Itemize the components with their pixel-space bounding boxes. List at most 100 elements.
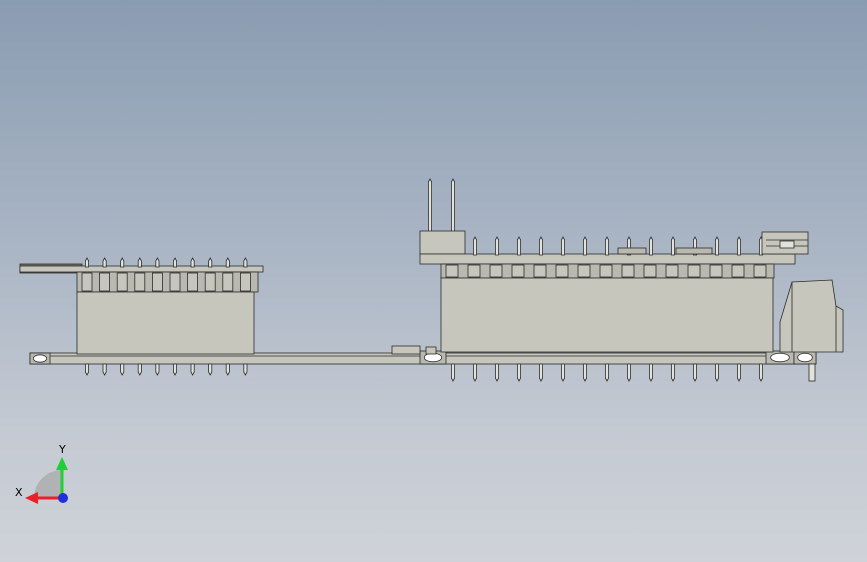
left-socket-7 [204, 272, 216, 292]
right-socket-9 [643, 264, 657, 278]
right-bottom-pin-6 [583, 363, 587, 382]
left-bottom-pin-4 [155, 363, 160, 376]
left-top-pin-7 [208, 257, 213, 268]
y-axis-arrow [56, 457, 68, 470]
right-socket-6 [577, 264, 591, 278]
right-top-pin-12 [737, 236, 741, 256]
mounting-hole-1 [423, 352, 443, 363]
right-bottom-pin-11 [693, 363, 697, 382]
right-socket-11 [687, 264, 701, 278]
right-top-pin-1 [495, 236, 499, 256]
right-body [440, 277, 774, 353]
mounting-hole-2 [770, 352, 790, 363]
right-socket-5 [555, 264, 569, 278]
left-body [76, 291, 255, 355]
right-bottom-pin-14 [759, 363, 763, 382]
right-top-pin-8 [649, 236, 653, 256]
small-component-2 [425, 346, 437, 355]
right-bottom-pin-12 [715, 363, 719, 382]
left-top-pin-0 [85, 257, 89, 268]
header-pin-b [451, 178, 455, 233]
left-top-pin-8 [225, 257, 230, 268]
left-bottom-pin-9 [243, 363, 248, 376]
top-chip-a [617, 247, 647, 255]
right-top-pin-6 [605, 236, 609, 256]
right-bottom-pin-10 [671, 363, 675, 382]
right-socket-2 [489, 264, 503, 278]
header-housing [419, 230, 466, 255]
right-bottom-pin-4 [539, 363, 543, 382]
right-module [419, 178, 809, 382]
right-bottom-pin-1 [473, 363, 477, 382]
right-socket-3 [511, 264, 525, 278]
left-top-pin-9 [243, 257, 248, 268]
right-bottom-pin-2 [495, 363, 499, 382]
left-bottom-pin-0 [85, 363, 89, 376]
left-bottom-pin-1 [102, 363, 107, 376]
left-bottom-pin-6 [190, 363, 195, 376]
left-socket-8 [222, 272, 234, 292]
right-socket-7 [599, 264, 613, 278]
left-socket-5 [169, 272, 181, 292]
right-bottom-pin-5 [561, 363, 565, 382]
left-bottom-pin-7 [208, 363, 213, 376]
right-socket-1 [467, 264, 481, 278]
right-top-pin-0 [473, 236, 477, 256]
left-top-pin-5 [173, 257, 177, 268]
left-top-pin-3 [137, 257, 142, 268]
side-connector [779, 279, 844, 382]
right-socket-13 [731, 264, 745, 278]
right-top-pin-9 [671, 236, 675, 256]
right-socket-4 [533, 264, 547, 278]
right-top-pin-4 [561, 236, 565, 256]
axis-y-label: Y [59, 443, 66, 456]
right-top-pin-11 [715, 236, 719, 256]
left-socket-4 [151, 272, 163, 292]
right-top-pin-5 [583, 236, 587, 256]
left-module [19, 257, 264, 376]
left-bottom-pin-8 [225, 363, 230, 376]
right-bottom-pin-13 [737, 363, 741, 382]
right-bottom-pin-7 [605, 363, 609, 382]
right-bottom-pin-9 [649, 363, 653, 382]
right-socket-14 [753, 264, 767, 278]
right-top-pin-3 [539, 236, 543, 256]
header-pin-a [428, 178, 432, 233]
base-board [29, 345, 817, 365]
right-bottom-pin-3 [517, 363, 521, 382]
right-top-pin-2 [517, 236, 521, 256]
right-socket-8 [621, 264, 635, 278]
left-top-pin-1 [102, 257, 107, 268]
left-top-pin-6 [190, 257, 195, 268]
right-socket-0 [445, 264, 459, 278]
mounting-hole-0 [32, 354, 48, 363]
left-socket-0 [81, 272, 93, 292]
z-axis-dot [58, 493, 68, 503]
left-bottom-pin-5 [173, 363, 177, 376]
axis-triad [25, 457, 68, 504]
small-component [391, 345, 421, 355]
triad-plane [34, 470, 62, 498]
left-bottom-pin-3 [137, 363, 142, 376]
right-socket-10 [665, 264, 679, 278]
right-socket-12 [709, 264, 723, 278]
connector-pin [808, 363, 816, 382]
clip-latch [779, 240, 795, 249]
axis-x-label: X [15, 486, 23, 499]
left-top-pin-2 [120, 257, 125, 268]
left-bottom-pin-2 [120, 363, 125, 376]
connector-body [779, 279, 844, 353]
left-socket-1 [99, 272, 110, 292]
left-socket-3 [134, 272, 146, 292]
left-socket-2 [116, 272, 128, 292]
left-socket-6 [187, 272, 199, 292]
left-socket-9 [239, 272, 251, 292]
right-bottom-pin-8 [627, 363, 631, 382]
right-top-board [419, 253, 796, 265]
top-chip-b [675, 247, 713, 255]
x-axis-arrow [25, 492, 38, 504]
mounting-hole-3 [797, 352, 813, 363]
right-bottom-pin-0 [451, 363, 455, 382]
